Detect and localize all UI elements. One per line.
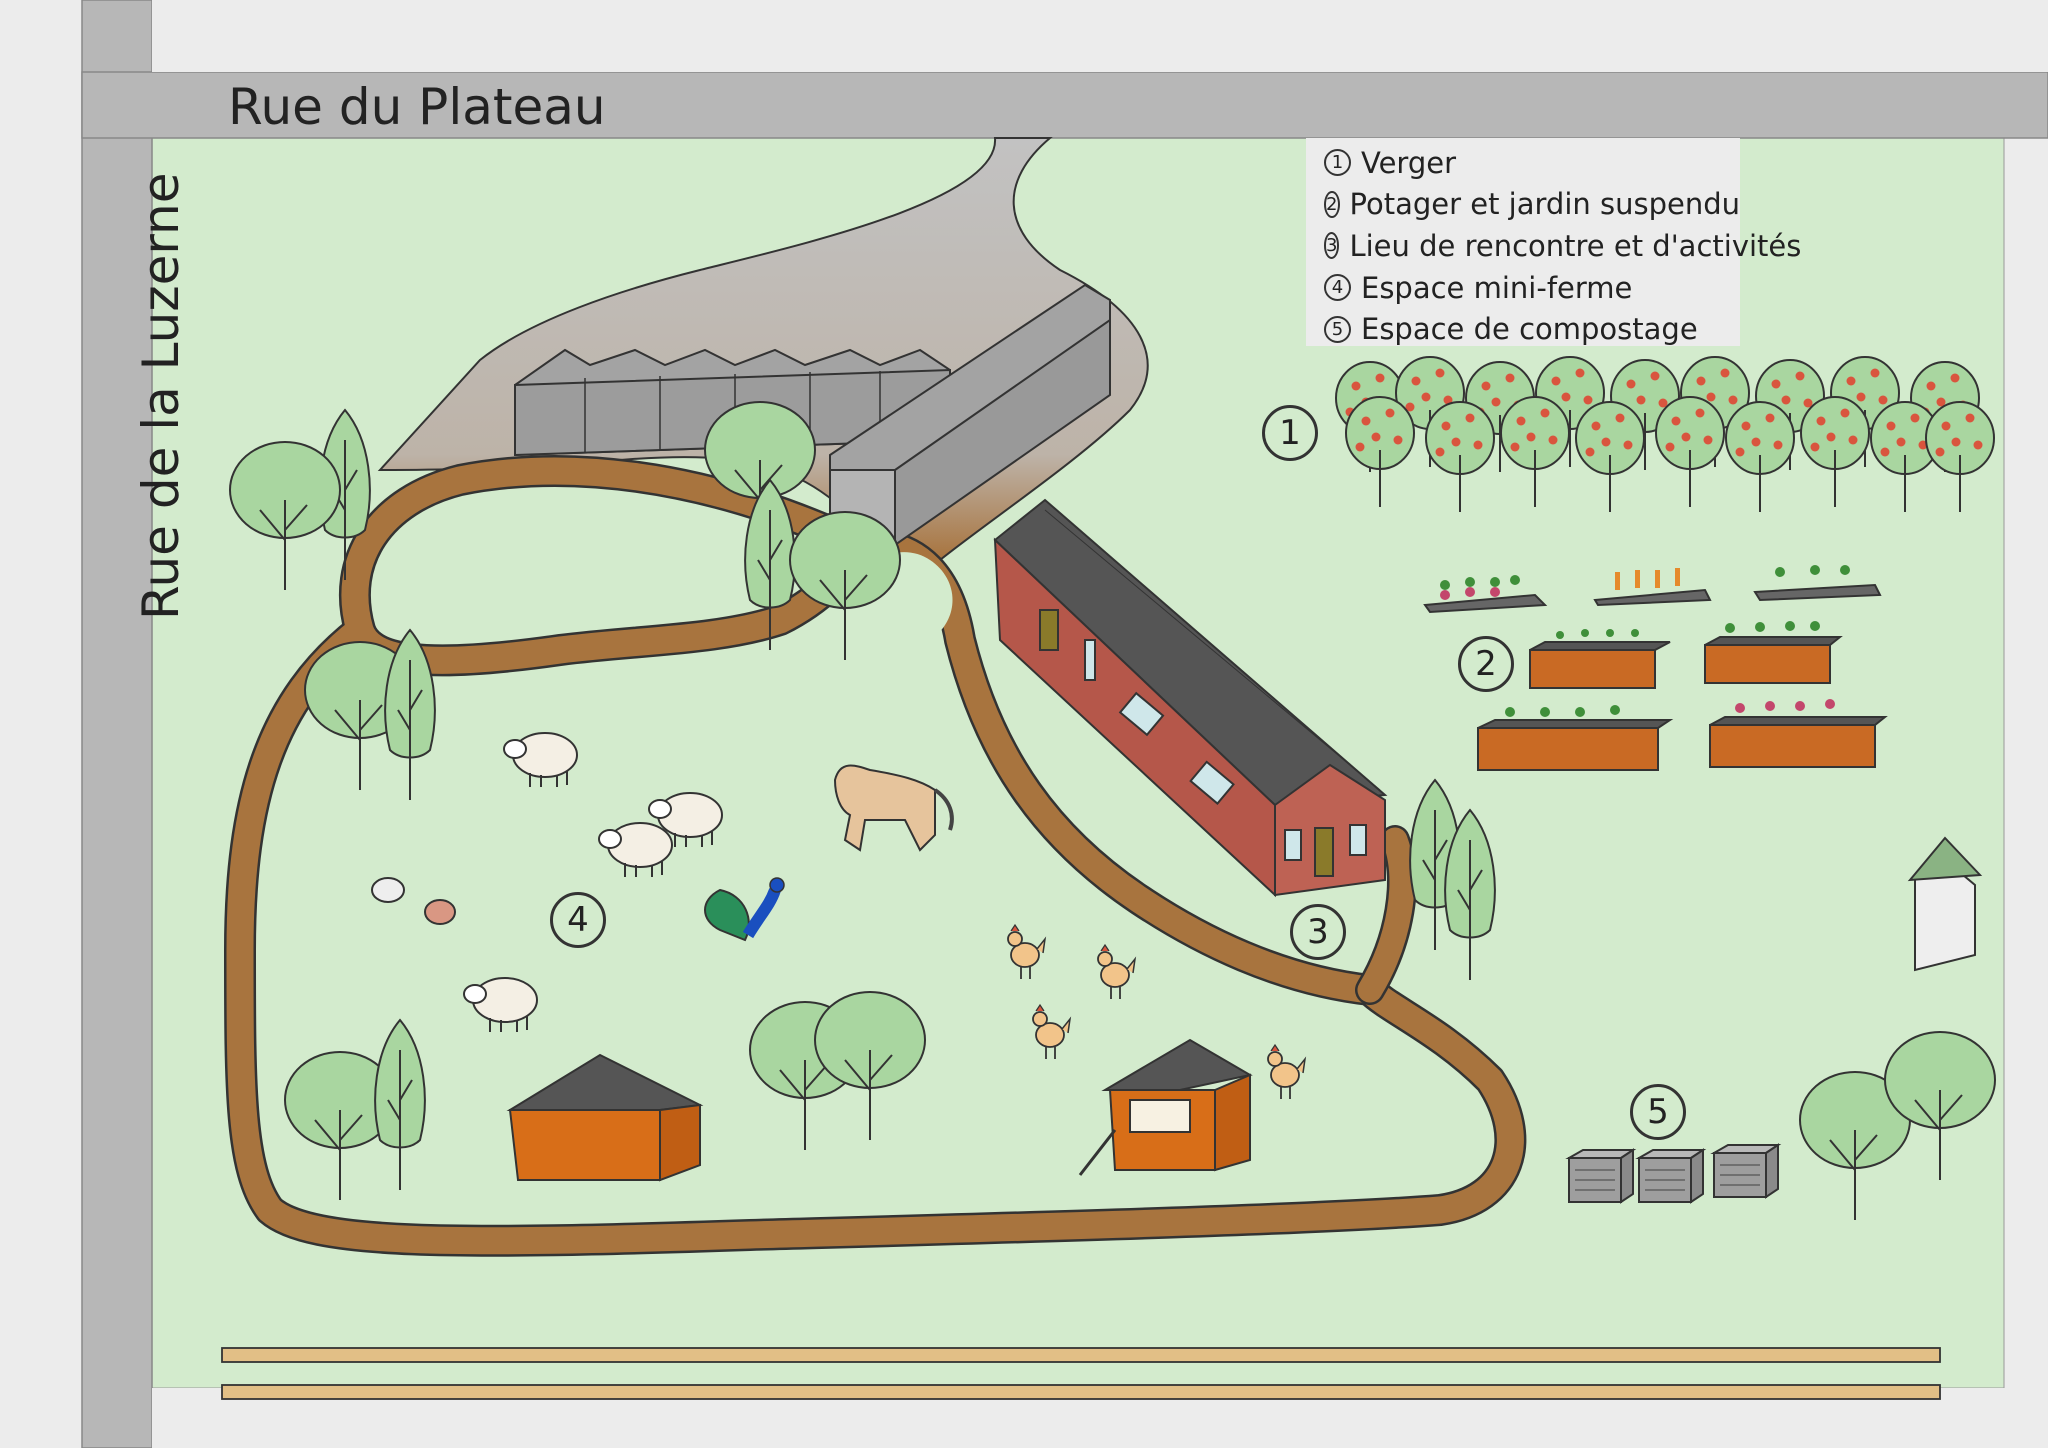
zone-marker-meeting-place: 3 [1290, 904, 1346, 960]
legend-item: 2 Potager et jardin suspendu [1324, 184, 1740, 226]
vegetable-garden [1423, 565, 1888, 771]
legend-label: Espace de compostage [1361, 312, 1698, 347]
legend-item: 3 Lieu de rencontre et d'activités [1324, 225, 1801, 267]
warehouse [514, 283, 1111, 547]
legend-number-badge: 2 [1324, 190, 1340, 218]
zone-marker-compost: 5 [1630, 1084, 1686, 1140]
legend-number-badge: 3 [1324, 232, 1340, 260]
legend-item: 5 Espace de compostage [1324, 308, 1740, 350]
legend: 1 Verger 2 Potager et jardin suspendu 3 Lie… [1306, 138, 1801, 346]
farm-shed [506, 1038, 1253, 1182]
legend-number-badge: 4 [1324, 274, 1351, 302]
legend-label: Verger [1361, 145, 1457, 180]
legend-label: Potager et jardin suspendu [1349, 187, 1740, 222]
legend-label: Espace mini-ferme [1361, 270, 1633, 305]
legend-item: 4 Espace mini-ferme [1324, 267, 1740, 309]
legend-number-badge: 5 [1324, 315, 1351, 343]
street-label-top: Rue du Plateau [228, 78, 606, 136]
zone-marker-mini-farm: 4 [550, 892, 606, 948]
legend-label: Lieu de rencontre et d'activités [1349, 228, 1802, 263]
legend-number-badge: 1 [1324, 149, 1351, 177]
zone-marker-vegetable-garden: 2 [1458, 636, 1514, 692]
street-label-left: Rue de la Luzerne [132, 172, 190, 620]
fence [221, 1347, 1941, 1400]
meeting-building [993, 498, 1388, 898]
zone-marker-orchard: 1 [1262, 405, 1318, 461]
legend-item: 1 Verger [1324, 142, 1740, 184]
